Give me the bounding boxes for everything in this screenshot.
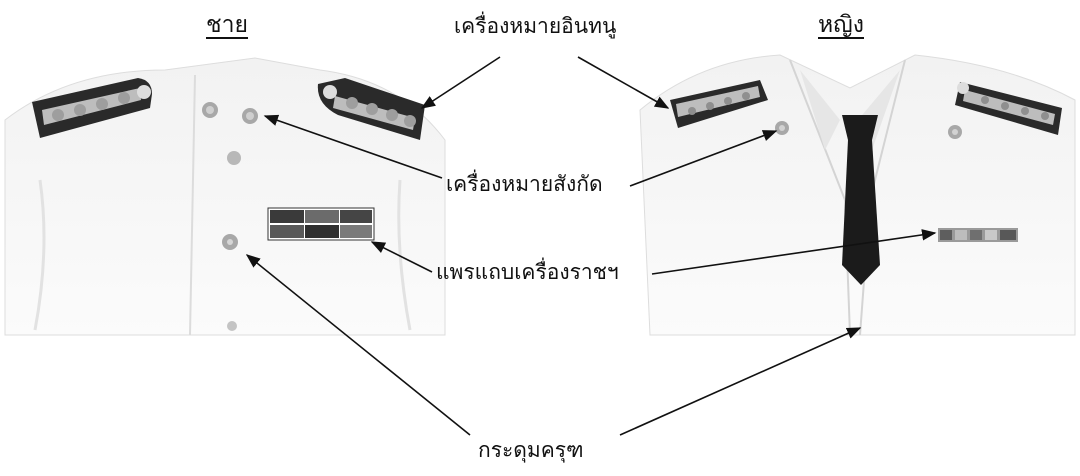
female-affiliation-badges	[775, 121, 962, 139]
arrow-insignia-male	[420, 56, 501, 109]
male-ribbon-bar	[267, 207, 375, 241]
male-epaulette-right	[317, 78, 425, 140]
label-affiliation-badge: เครื่องหมายสังกัด	[446, 172, 603, 196]
female-tie	[842, 115, 880, 285]
male-uniform-photo	[4, 57, 446, 336]
arrow-badge-female	[629, 130, 778, 187]
callout-arrows	[245, 56, 937, 436]
female-ribbon-bar	[938, 228, 1018, 242]
heading-female: หญิง	[818, 12, 864, 38]
male-epaulette-left	[32, 78, 152, 138]
female-epaulette-right	[955, 82, 1062, 135]
arrow-button-male	[245, 254, 471, 436]
arrow-button-female	[619, 327, 862, 436]
arrow-ribbon-male	[370, 241, 433, 273]
female-epaulette-left	[670, 80, 768, 128]
arrow-badge-male	[263, 114, 443, 179]
arrow-ribbon-female	[651, 229, 937, 275]
label-garuda-buttons: กระดุมครุฑ	[478, 438, 584, 462]
label-ribbon-bar: แพรแถบเครื่องราชฯ	[436, 260, 619, 284]
male-collar-badges	[202, 102, 258, 124]
male-garuda-buttons	[222, 151, 241, 331]
label-shoulder-insignia: เครื่องหมายอินทนู	[454, 14, 617, 38]
female-uniform-photo	[639, 54, 1076, 336]
heading-male: ชาย	[206, 12, 249, 38]
arrow-insignia-female	[577, 56, 670, 109]
